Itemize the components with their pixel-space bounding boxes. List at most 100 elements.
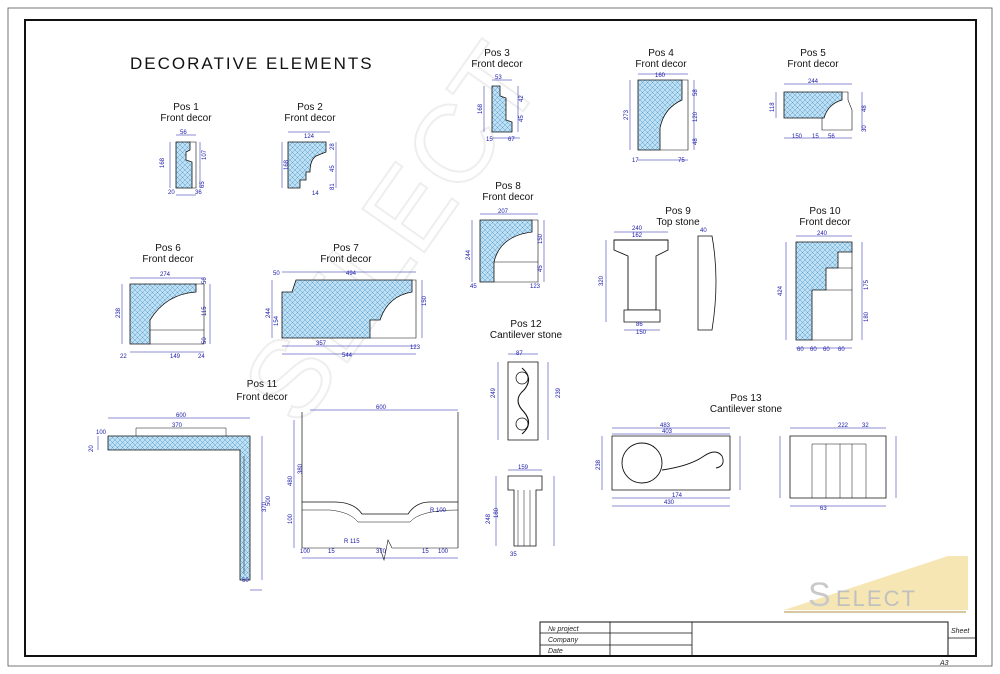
dim: 168: [160, 157, 166, 168]
pos-3: Pos 3 Front decor 53 168 42 45 15 67: [471, 48, 525, 143]
dim: 67: [508, 137, 515, 143]
dim: 160: [655, 73, 666, 79]
select-logo: S ELECT: [784, 556, 968, 614]
dim: 53: [495, 75, 502, 81]
dim: 14: [312, 191, 319, 197]
pos-label: Pos 7: [333, 243, 359, 254]
pos-type: Front decor: [320, 254, 372, 265]
dim: 60: [810, 347, 817, 353]
dim: 40: [700, 228, 707, 234]
dim: 75: [678, 158, 685, 164]
dim: 370: [262, 501, 268, 512]
dim: 174: [672, 493, 683, 499]
dim: 494: [346, 271, 357, 277]
pos-1: Pos 1 Front decor 56 168 107 20 36 65: [160, 102, 212, 196]
dim: 222: [838, 423, 849, 429]
dim: 123: [410, 345, 421, 351]
dim: 150: [538, 233, 544, 244]
dim: 15: [486, 137, 493, 143]
dim: 45: [330, 165, 336, 172]
pos-type: Front decor: [142, 254, 194, 265]
dim: 370: [376, 549, 387, 555]
dim: 28: [330, 143, 336, 150]
dim: 24: [198, 354, 205, 360]
dim: 154: [274, 315, 280, 326]
drawing-title: DECORATIVE ELEMENTS: [130, 54, 374, 73]
dim: 600: [376, 405, 387, 411]
dim: 42: [519, 95, 525, 102]
dim: 45: [538, 265, 544, 272]
pos-type: Cantilever stone: [710, 404, 783, 415]
dim: 424: [778, 285, 784, 296]
dim: 63: [820, 506, 827, 512]
dim: 244: [466, 249, 472, 260]
dim: 60: [797, 347, 804, 353]
dim: 118: [770, 102, 776, 112]
dim: 240: [632, 226, 643, 232]
dim: 60: [823, 347, 830, 353]
pos-type: Cantilever stone: [490, 330, 563, 341]
dim: 100: [438, 549, 449, 555]
pos-label: Pos 9: [665, 206, 691, 217]
dim: 45: [519, 115, 525, 122]
dim: 20: [168, 190, 175, 196]
dim: 120: [693, 111, 699, 122]
radius-label: R 115: [344, 539, 360, 545]
dim: 60: [242, 578, 249, 584]
dim: 249: [491, 387, 497, 398]
pos-type: Front decor: [236, 392, 288, 403]
dim: 380: [298, 463, 304, 474]
pos-type: Front decor: [160, 113, 212, 124]
dim: 123: [530, 284, 541, 290]
dim: 248: [486, 513, 492, 524]
title-row-company: Company: [548, 637, 578, 644]
dim: 17: [632, 158, 639, 164]
dim: 36: [195, 190, 202, 196]
pos-label: Pos 12: [510, 319, 542, 330]
pos-2: Pos 2 Front decor 124 168 28 45 81 14: [281, 102, 337, 197]
title-row-project: № project: [548, 626, 580, 633]
pos-label: Pos 1: [173, 102, 199, 113]
dim: 403: [662, 429, 673, 435]
pos-6: Pos 6 Front decor 274 238 56 115 50 22 1…: [116, 243, 211, 360]
pos-label: Pos 3: [484, 48, 510, 59]
format-label: A3: [939, 660, 949, 667]
dim: 30: [862, 125, 868, 132]
dim: 159: [518, 465, 529, 471]
dim: 58: [693, 89, 699, 96]
pos-type: Front decor: [787, 59, 839, 70]
pos-11: Pos 11 Front decor 600 370 100 20 370 50…: [89, 379, 288, 591]
dim: 500: [266, 495, 272, 506]
dim: 180: [864, 311, 870, 322]
dim: 273: [624, 109, 630, 120]
pos-type: Front decor: [635, 59, 687, 70]
dim: 430: [664, 500, 675, 506]
pos-label: Pos 13: [730, 393, 762, 404]
dim: 207: [498, 209, 509, 215]
arch-detail: 600 480 380 100 100 15 370 15 100 R 115 …: [288, 405, 459, 562]
dim: 168: [478, 103, 484, 114]
pos-label: Pos 8: [495, 181, 521, 192]
dim: 86: [636, 322, 643, 328]
dim: 244: [266, 307, 272, 318]
dim: 50: [202, 337, 208, 344]
dim: 357: [316, 341, 327, 347]
dim: 48: [862, 105, 868, 112]
pos-8: Pos 8 Front decor 207 244 150 45 123 45: [466, 181, 545, 290]
dim: 600: [176, 413, 187, 419]
pos-label: Pos 4: [648, 48, 674, 59]
dim: 175: [864, 279, 870, 290]
inner-frame: [24, 19, 977, 657]
dim: 50: [273, 271, 280, 277]
logo-initial: S: [808, 576, 831, 614]
dim: 81: [330, 183, 336, 190]
radius-label: R 100: [430, 508, 447, 514]
dim: 60: [838, 347, 845, 353]
title-block: № project Company Date Sheet A3: [539, 621, 976, 667]
dim: 100: [96, 430, 107, 436]
dim: 107: [202, 149, 208, 160]
dim: 115: [202, 306, 208, 316]
pos-10: Pos 10 Front decor 240 424 175 180 60 60…: [778, 206, 870, 353]
pos-label: Pos 5: [800, 48, 826, 59]
